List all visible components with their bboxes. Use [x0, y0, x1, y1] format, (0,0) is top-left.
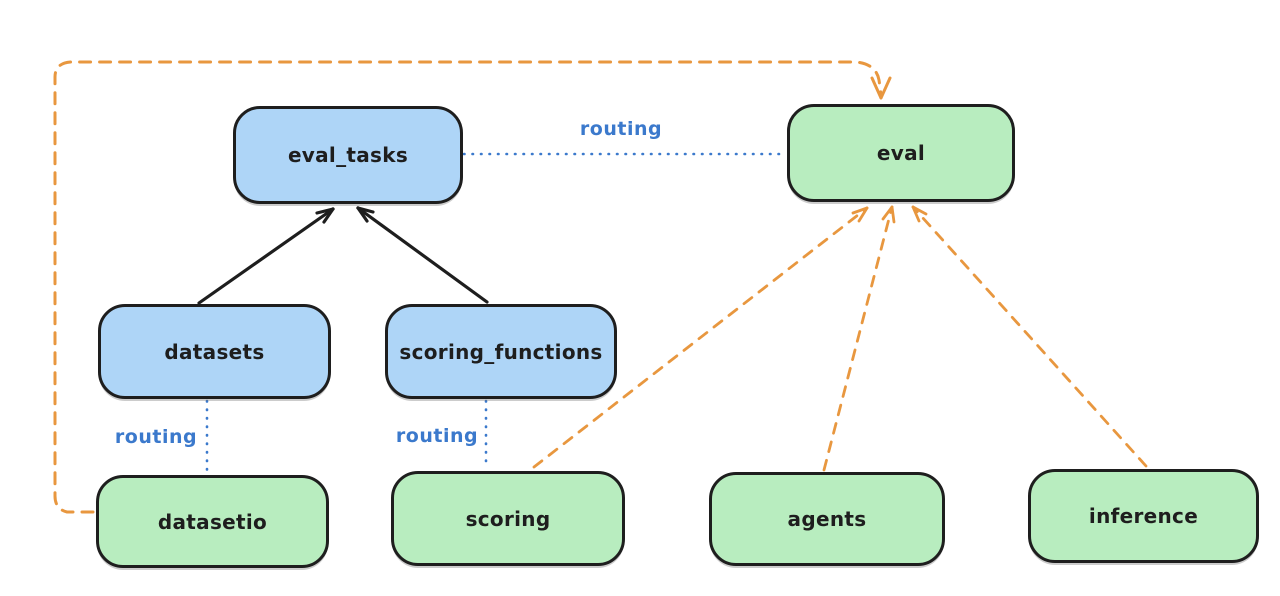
node-inference-label: inference — [1088, 504, 1199, 528]
edge-agents-to-eval-arrowhead — [881, 205, 896, 224]
edge-label-routing-eval-tasks-eval: routing — [579, 118, 663, 140]
node-datasetio: datasetio — [96, 475, 329, 568]
edge-scoring-to-eval-arrowhead — [851, 206, 869, 223]
edge-inference-to-eval-arrowhead — [911, 205, 928, 223]
edge-datasetio-to-eval-arrowhead — [870, 76, 892, 100]
edge-datasets-to-eval-tasks-arrowhead — [315, 207, 335, 224]
node-datasets: datasets — [98, 304, 331, 399]
node-eval-tasks-label: eval_tasks — [287, 143, 409, 167]
edge-datasets-to-eval-tasks — [197, 207, 335, 305]
node-agents: agents — [709, 472, 945, 566]
edge-label-routing-datasets-datasetio: routing — [114, 426, 198, 448]
node-agents-label: agents — [787, 507, 867, 531]
edge-datasetio-to-eval — [53, 60, 883, 514]
node-eval-label: eval — [876, 141, 926, 165]
node-inference: inference — [1028, 469, 1259, 563]
node-scoring: scoring — [391, 471, 625, 566]
node-eval: eval — [787, 104, 1015, 202]
node-datasets-label: datasets — [164, 339, 265, 364]
edge-scoring-functions-to-eval-tasks-arrowhead — [356, 206, 375, 223]
edge-inference-to-eval — [911, 205, 1148, 468]
node-scoring-label: scoring — [465, 506, 551, 531]
node-scoring-functions: scoring_functions — [385, 304, 617, 399]
edge-scoring-to-eval — [532, 206, 869, 469]
edge-scoring-functions-to-eval-tasks — [356, 206, 489, 304]
node-scoring-functions-label: scoring_functions — [399, 339, 603, 364]
node-datasetio-label: datasetio — [157, 509, 268, 534]
edge-agents-to-eval — [822, 205, 894, 472]
node-eval-tasks: eval_tasks — [233, 106, 463, 204]
edge-label-routing-scoring-functions-scoring: routing — [395, 425, 479, 447]
